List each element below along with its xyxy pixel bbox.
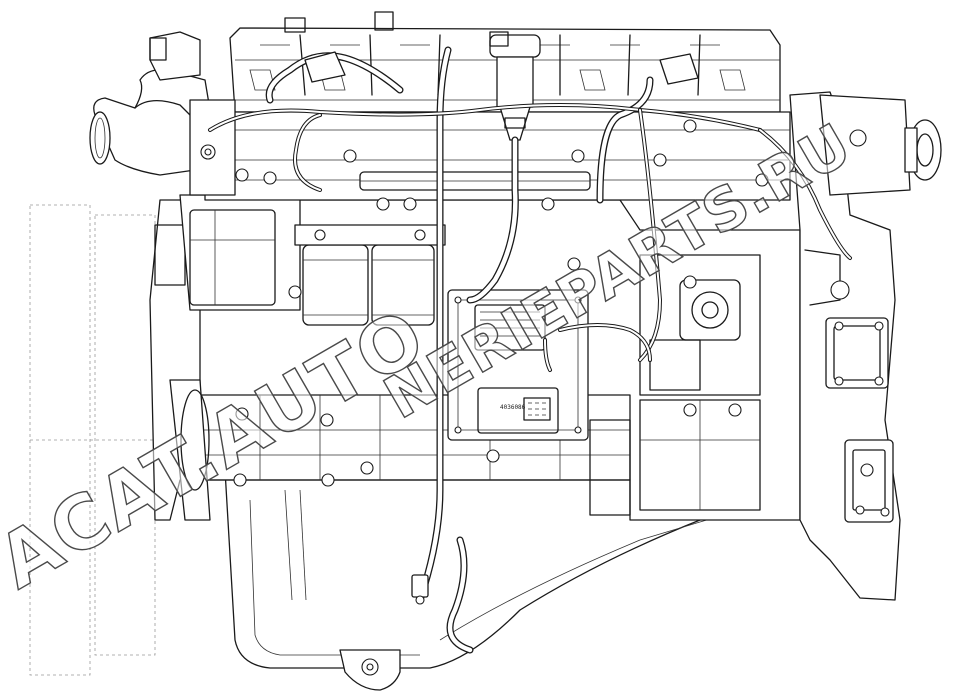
bolts xyxy=(233,119,890,517)
injector-connectors xyxy=(304,31,699,85)
fuel-rail xyxy=(359,171,591,191)
ecu-module: 4036086 xyxy=(447,289,589,441)
filter-left xyxy=(302,244,369,326)
starter-motor xyxy=(819,94,942,196)
ecu-label: 4036086 xyxy=(500,404,526,411)
filter-bracket xyxy=(294,224,446,246)
fuel-pump xyxy=(639,254,761,396)
hoses xyxy=(265,52,654,654)
ghost-outline xyxy=(29,204,156,676)
oil-pan xyxy=(224,469,761,691)
front-cover xyxy=(149,194,301,521)
wiring-harness xyxy=(208,103,852,372)
dipstick-tube xyxy=(411,46,452,605)
oil-filler xyxy=(489,34,541,141)
intake-elbow xyxy=(89,31,236,196)
